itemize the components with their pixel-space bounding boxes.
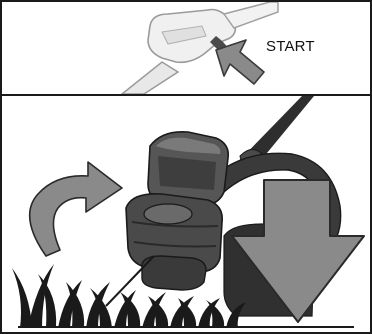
trimmer-head-panel xyxy=(2,96,370,332)
grass-illustration xyxy=(2,96,370,332)
start-label: START xyxy=(266,38,315,55)
start-trigger-panel: START xyxy=(2,2,370,94)
press-arrow-icon xyxy=(2,2,370,94)
